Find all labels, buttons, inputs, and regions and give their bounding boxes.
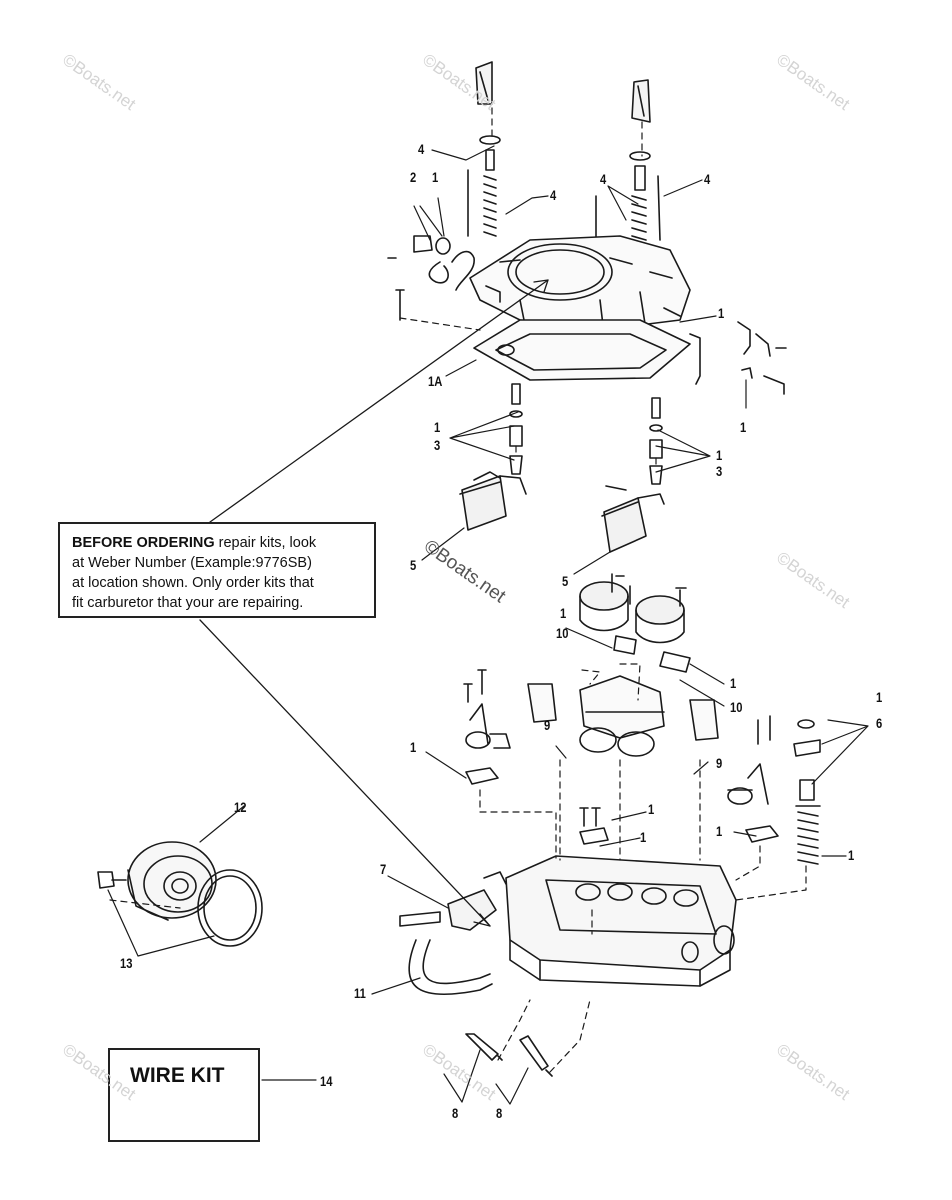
needle-valve-left <box>467 135 501 237</box>
float-left <box>459 471 527 531</box>
callout-1: 1 <box>848 847 855 863</box>
choke-wedge-left <box>475 61 493 105</box>
callout-5: 5 <box>410 557 417 573</box>
callout-1: 1 <box>648 801 655 817</box>
note-emphasis: BEFORE ORDERING <box>72 535 215 551</box>
choke-wedge-right <box>631 79 651 123</box>
choke-gasket <box>197 869 263 947</box>
note-line-2: at Weber Number (Example:9776SB) <box>72 555 312 571</box>
idle-solenoid-right <box>727 715 779 843</box>
choke-plates <box>527 675 719 757</box>
air-horn-assembly <box>469 235 691 335</box>
air-horn-gasket <box>473 319 691 381</box>
callout-1: 1 <box>410 739 417 755</box>
callout-1: 1 <box>432 169 439 185</box>
callout-10: 10 <box>556 625 569 641</box>
fuel-inlet-fitting <box>399 871 507 931</box>
needle-seat-right <box>649 397 663 485</box>
callout-4: 4 <box>704 171 711 187</box>
callout-1: 1 <box>876 689 883 705</box>
callout-10: 10 <box>730 699 743 715</box>
note-pointer-lines <box>199 279 549 927</box>
fuel-hose <box>408 939 493 996</box>
ordering-note: BEFORE ORDERING repair kits, look at Web… <box>58 522 376 618</box>
idle-solenoid-left <box>463 669 511 785</box>
callout-1: 1 <box>718 305 725 321</box>
callout-4: 4 <box>550 187 557 203</box>
note-line-3: at location shown. Only order kits that <box>72 575 314 591</box>
callout-3: 3 <box>434 437 441 453</box>
callout-8: 8 <box>496 1105 503 1121</box>
callout-1: 1 <box>716 447 723 463</box>
callout-1: 1 <box>740 419 747 435</box>
callout-4: 4 <box>418 141 425 157</box>
callout-9: 9 <box>544 717 551 733</box>
float-right <box>601 485 665 553</box>
wire-kit-box: WIRE KIT <box>108 1048 260 1142</box>
callout-14: 14 <box>320 1073 333 1089</box>
callout-1a: 1A <box>428 373 443 389</box>
callout-9: 9 <box>716 755 723 771</box>
callout-4: 4 <box>600 171 607 187</box>
callout-1: 1 <box>640 829 647 845</box>
idle-mixture-screws <box>465 1033 553 1077</box>
callout-6: 6 <box>876 715 883 731</box>
plug-and-washer <box>387 235 451 321</box>
callout-7: 7 <box>380 861 387 877</box>
note-line-1: repair kits, look <box>214 535 317 551</box>
assembly-guide-lines <box>109 107 807 1073</box>
callout-3: 3 <box>716 463 723 479</box>
fast-idle-linkage <box>689 321 787 395</box>
callout-1: 1 <box>434 419 441 435</box>
accelerator-pump-cups <box>579 573 687 644</box>
wire-kit-label: WIRE KIT <box>130 1064 225 1087</box>
callout-1: 1 <box>730 675 737 691</box>
carburetor-main-body <box>505 855 737 987</box>
callout-11: 11 <box>354 985 366 1001</box>
needle-seat-left <box>509 383 523 475</box>
callout-8: 8 <box>452 1105 459 1121</box>
note-line-4: fit carburetor that your are repairing. <box>72 595 304 611</box>
callout-12: 12 <box>234 799 247 815</box>
callout-13: 13 <box>120 955 133 971</box>
pump-spring-assembly <box>793 719 821 865</box>
callout-1: 1 <box>716 823 723 839</box>
callout-5: 5 <box>562 573 569 589</box>
choke-link <box>428 250 475 291</box>
callout-1: 1 <box>560 605 567 621</box>
callout-leaders <box>107 145 869 1105</box>
callout-2: 2 <box>410 169 417 185</box>
